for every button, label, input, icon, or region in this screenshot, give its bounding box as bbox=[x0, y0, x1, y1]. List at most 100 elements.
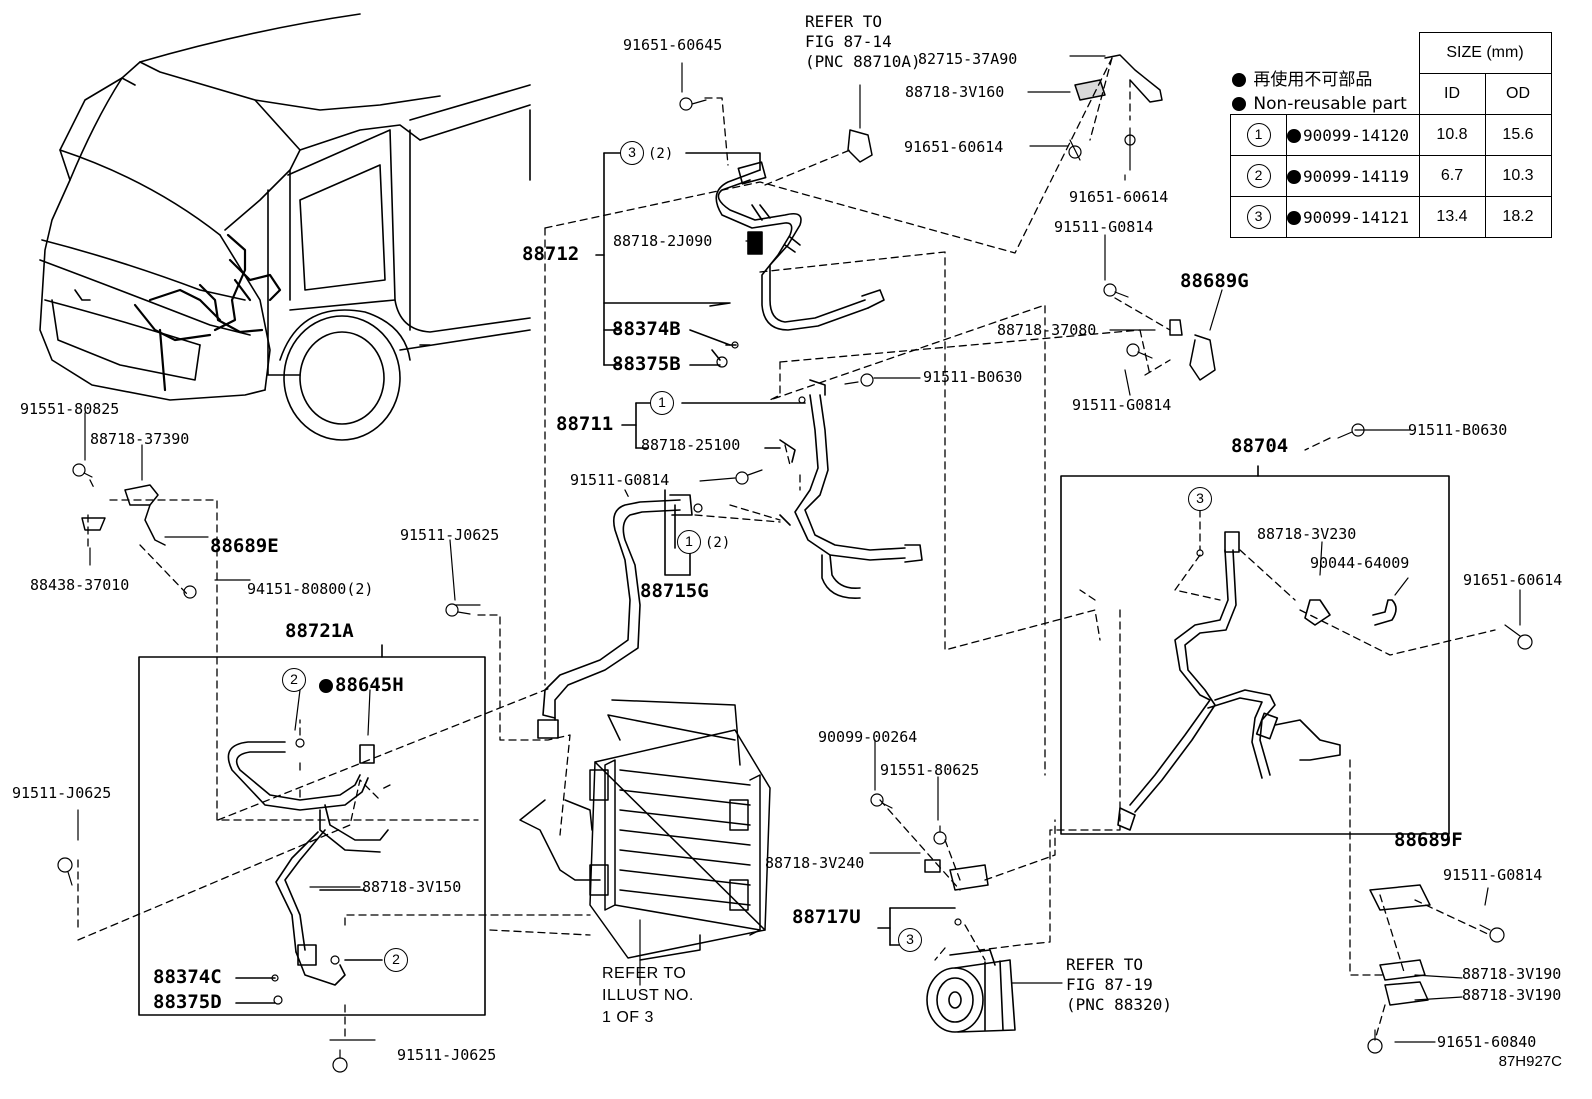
part-label: 91511-B0630 bbox=[1408, 421, 1508, 439]
non-reusable-dot-icon bbox=[319, 679, 333, 693]
col-id-header: ID bbox=[1418, 73, 1486, 115]
callout-3: 3 bbox=[1188, 487, 1212, 511]
col-od-header: OD bbox=[1484, 73, 1552, 115]
size-row: 1 90099-14120 10.8 15.6 bbox=[1230, 114, 1552, 156]
hose-88711 bbox=[779, 379, 923, 599]
refer-illust-note: REFER TO ILLUST NO. 1 OF 3 bbox=[602, 965, 694, 1026]
part-label: 91511-G0814 bbox=[1054, 218, 1154, 236]
part-label: 91651-60614 bbox=[1463, 571, 1563, 589]
callout-2: 2 bbox=[384, 948, 408, 972]
part-label: 91511-G0814 bbox=[570, 471, 670, 489]
non-reusable-dot-icon bbox=[1232, 97, 1246, 111]
part-label: 90044-64009 bbox=[1310, 554, 1410, 572]
hose-88704 bbox=[1117, 531, 1397, 831]
part-label: 91651-60840 bbox=[1437, 1033, 1537, 1051]
part-label: 91511-G0814 bbox=[1443, 866, 1543, 884]
part-label-bold: 88711 bbox=[556, 413, 614, 435]
part-label: 91551-80625 bbox=[880, 761, 980, 779]
callout-1: 1 bbox=[650, 391, 674, 415]
small-parts bbox=[81, 54, 1431, 1006]
size-od: 18.2 bbox=[1484, 196, 1552, 238]
part-label: 91511-J0625 bbox=[400, 526, 500, 544]
part-label-bold: 88689E bbox=[210, 535, 279, 557]
part-label: 94151-80800(2) bbox=[247, 580, 374, 598]
non-reusable-dot-icon bbox=[1287, 169, 1301, 184]
legend: 再使用不可部品 Non-reusable part bbox=[1232, 68, 1407, 116]
callout-qty: (2) bbox=[705, 535, 731, 551]
size-row: 3 90099-14121 13.4 18.2 bbox=[1230, 196, 1552, 238]
part-label-bold: 88715G bbox=[640, 580, 709, 602]
part-label: 91511-J0625 bbox=[397, 1046, 497, 1064]
part-label-text: 88645H bbox=[335, 674, 404, 696]
part-label: 91651-60614 bbox=[904, 138, 1004, 156]
size-row: 2 90099-14119 6.7 10.3 bbox=[1230, 155, 1552, 197]
part-label: 88718-3V160 bbox=[905, 83, 1005, 101]
size-od: 15.6 bbox=[1484, 114, 1552, 156]
callout-qty: (2) bbox=[648, 146, 674, 162]
part-label: 91511-B0630 bbox=[923, 368, 1023, 386]
assembly-dashed-lines bbox=[77, 57, 1496, 1041]
size-id: 13.4 bbox=[1418, 196, 1486, 238]
part-label: 88718-25100 bbox=[641, 436, 741, 454]
part-label: 90099-00264 bbox=[818, 728, 918, 746]
part-label: 88718-37390 bbox=[90, 430, 190, 448]
size-id: 6.7 bbox=[1418, 155, 1486, 197]
part-label-bold: 88717U bbox=[792, 906, 861, 928]
callout-2: 2 bbox=[282, 668, 306, 692]
callout-1: 1 bbox=[677, 530, 701, 554]
part-label: 88718-37080 bbox=[997, 321, 1097, 339]
part-label: 88718-2J090 bbox=[613, 232, 713, 250]
part-label-bold: 88645H bbox=[319, 676, 404, 695]
seal-rings bbox=[271, 341, 1204, 1005]
part-label: 88718-3V230 bbox=[1257, 525, 1357, 543]
part-label: 91511-J0625 bbox=[12, 784, 112, 802]
legend-row-en: Non-reusable part bbox=[1232, 92, 1407, 116]
compressor bbox=[926, 949, 1016, 1033]
refer-fig-87-19-note: REFER TO FIG 87-19 (PNC 88320) bbox=[1066, 955, 1172, 1014]
size-part: 90099-14121 bbox=[1303, 207, 1409, 227]
assembly-boxes bbox=[138, 152, 1450, 1016]
bolt-icons bbox=[57, 97, 1533, 1073]
part-label: 91651-60614 bbox=[1069, 188, 1169, 206]
legend-text-en: Non-reusable part bbox=[1253, 94, 1407, 114]
size-id: 10.8 bbox=[1418, 114, 1486, 156]
figure-id: 87H927C bbox=[1498, 1053, 1562, 1070]
size-ref: 3 bbox=[1246, 205, 1271, 229]
part-label-bold: 88375D bbox=[153, 991, 222, 1013]
part-label-bold: 88374B bbox=[612, 318, 681, 340]
part-label-bold: 88374C bbox=[153, 966, 222, 988]
hose-88715G bbox=[537, 494, 693, 739]
non-reusable-dot-icon bbox=[1232, 73, 1246, 87]
legend-row-jp: 再使用不可部品 bbox=[1232, 68, 1407, 92]
size-ref: 1 bbox=[1246, 123, 1271, 147]
size-od: 10.3 bbox=[1484, 155, 1552, 197]
part-label-bold: 88704 bbox=[1231, 435, 1289, 457]
callout-3: 3 bbox=[898, 928, 922, 952]
part-label: 88718-3V190 bbox=[1462, 986, 1562, 1004]
non-reusable-dot-icon bbox=[1287, 128, 1301, 143]
part-label: 91651-60645 bbox=[623, 36, 723, 54]
part-label: 91551-80825 bbox=[20, 400, 120, 418]
size-header: SIZE (mm) bbox=[1418, 32, 1552, 74]
legend-text-jp: 再使用不可部品 bbox=[1253, 70, 1373, 90]
condenser bbox=[519, 699, 771, 961]
part-label: 88438-37010 bbox=[30, 576, 130, 594]
leader-lines bbox=[77, 55, 1521, 1043]
part-label: 88718-3V190 bbox=[1462, 965, 1562, 983]
part-label: 91511-G0814 bbox=[1072, 396, 1172, 414]
part-label: 88718-3V150 bbox=[362, 878, 462, 896]
hose-88721A bbox=[227, 741, 389, 986]
part-label-bold: 88712 bbox=[522, 243, 580, 265]
non-reusable-dot-icon bbox=[1287, 210, 1301, 225]
part-label-bold: 88689F bbox=[1394, 829, 1463, 851]
size-part: 90099-14120 bbox=[1303, 125, 1409, 145]
size-ref: 2 bbox=[1246, 164, 1271, 188]
part-label-bold: 88689G bbox=[1180, 270, 1249, 292]
callout-3: 3 bbox=[620, 141, 644, 165]
part-label-bold: 88375B bbox=[612, 353, 681, 375]
size-part: 90099-14119 bbox=[1303, 166, 1409, 186]
vehicle-illustration bbox=[39, 13, 531, 441]
hose-88712 bbox=[711, 161, 885, 361]
